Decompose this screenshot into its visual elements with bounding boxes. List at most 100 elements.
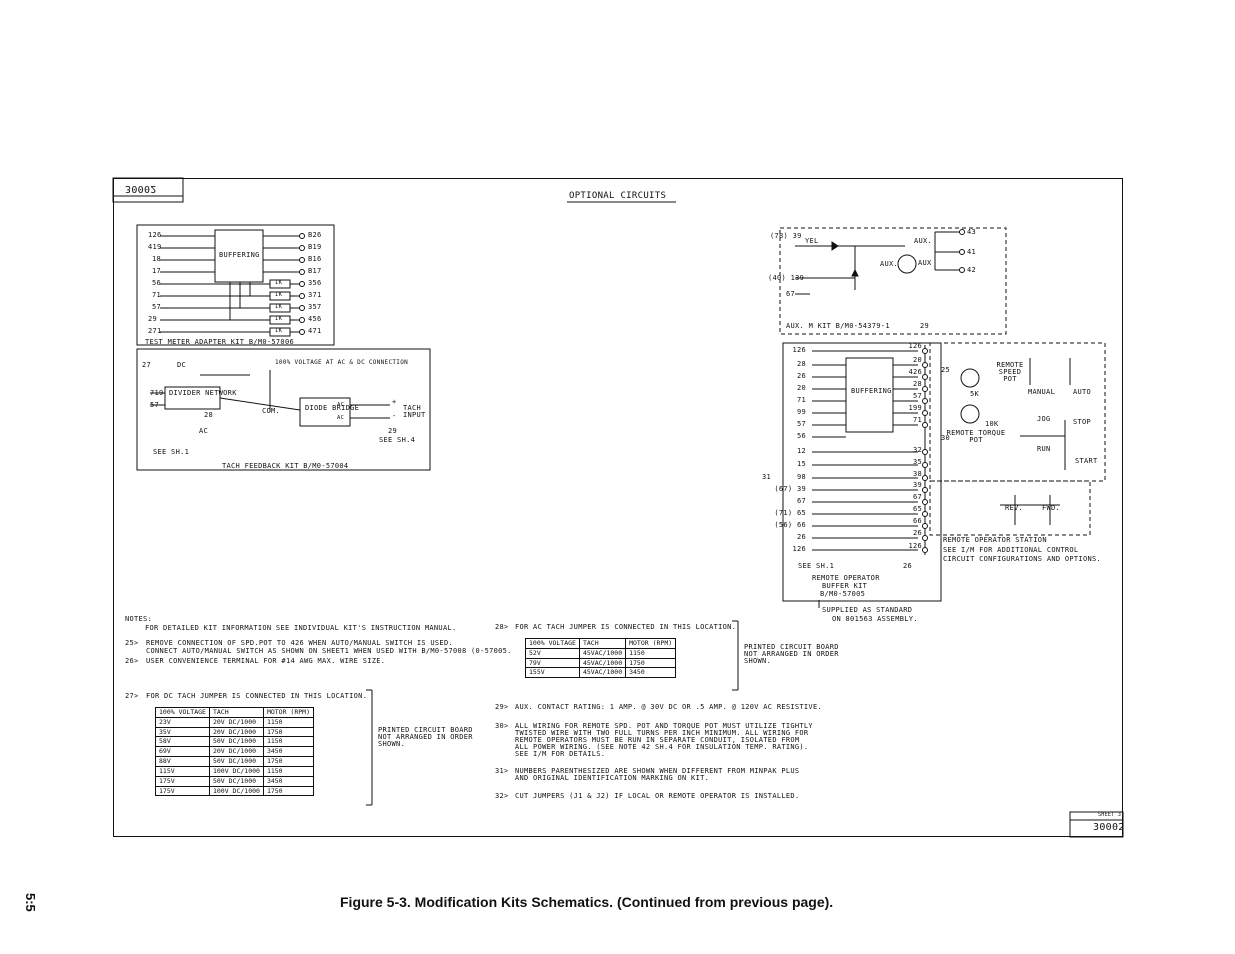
divider-network: DIVIDER NETWORK [169, 389, 237, 397]
aux-out-43: 43 [967, 228, 977, 236]
table-cell: 1150 [262, 736, 314, 748]
tm-in-1: 419 [148, 243, 162, 251]
table-header: MOTOR (RPM) [625, 638, 677, 649]
note-30c: REMOTE OPERATORS MUST BE RUN IN SEPARATE… [515, 736, 800, 744]
tm-out-7: 456 [308, 315, 322, 323]
note-31-marker: 31> [495, 767, 509, 775]
remote-torque-pot: REMOTE TORQUE POT [946, 429, 1006, 444]
bridge-ac-1: AC [337, 402, 345, 408]
table-cell: 50V DC/1000 [208, 756, 264, 767]
aux-in-0: (78) 39 [770, 232, 802, 240]
table-cell: 50V DC/1000 [208, 736, 264, 748]
table-cell: 1150 [625, 647, 677, 659]
aux-in-1: (40) 139 [768, 274, 805, 282]
supplied-2: ON 801563 ASSEMBLY. [832, 615, 918, 623]
table-cell: 50V DC/1000 [208, 775, 264, 787]
tm-in-5: 71 [152, 291, 162, 299]
table-cell: 100V DC/1000 [208, 785, 264, 797]
tm-out-8: 471 [308, 327, 322, 335]
figure-caption: Figure 5-3. Modification Kits Schematics… [340, 894, 834, 910]
test-meter-kit-label: TEST METER ADAPTER KIT B/M0-57006 [145, 338, 294, 346]
table-cell: 3450 [262, 775, 314, 787]
remote-left-terminal: 98 [796, 473, 806, 481]
remote-left-terminal: 67 [796, 497, 806, 505]
table-cell: 88V [155, 756, 210, 767]
remote-right-terminal: 26 [912, 529, 922, 537]
ac-pcb-2: NOT ARRANGED IN ORDER [744, 650, 839, 658]
resistor-label: IK [275, 328, 283, 334]
table-cell: 175V [155, 775, 210, 787]
remote-right-terminal: 67 [912, 493, 922, 501]
note-26-marker: 26> [125, 657, 139, 665]
table-header: TACH [208, 707, 264, 718]
note-30e: SEE I/M FOR DETAILS. [515, 750, 606, 758]
tach-ac-label: AC [199, 427, 209, 435]
tach-voltage-note: 100% VOLTAGE AT AC & DC CONNECTION [275, 359, 409, 366]
tach-ref-27: 27 [142, 361, 152, 369]
table-cell: 1750 [262, 726, 314, 738]
tm-out-0: B26 [308, 231, 322, 239]
jog-label: JOG [1037, 415, 1051, 423]
aux-in-2: 67 [786, 290, 796, 298]
remote-left-terminal: 28 [796, 360, 806, 368]
tach-in-57: 57 [150, 401, 160, 409]
tach-com: COM. [262, 407, 281, 415]
table-cell: 3450 [262, 746, 314, 758]
supplied-1: SUPPLIED AS STANDARD [822, 606, 913, 614]
tm-out-5: 371 [308, 291, 322, 299]
note-27-marker: 27> [125, 692, 139, 700]
dc-pcb-2: NOT ARRANGED IN ORDER [378, 733, 473, 741]
remote-buffering: BUFFERING [851, 387, 892, 395]
see-sh1: SEE SH.1 [153, 448, 190, 456]
fwd-label: FWD. [1042, 504, 1061, 512]
aux-out-42: 42 [967, 266, 977, 274]
tach-minus: - [392, 412, 397, 420]
aux-out-41: 41 [967, 248, 977, 256]
table-cell: 52V [525, 647, 580, 659]
bridge-ac-2: AC [337, 415, 345, 421]
sheet-label: SHEET 3 [1098, 812, 1122, 818]
schematic-sheet [113, 178, 1123, 837]
remote-left-terminal: (71) 65 [774, 509, 806, 517]
rev-label: REV. [1005, 504, 1024, 512]
remote-left-terminal: (67) 39 [774, 485, 806, 493]
remote-left-terminal: 126 [792, 346, 806, 354]
drawing-number-bottom: 30002 [1093, 822, 1125, 833]
table-cell: 35V [155, 726, 210, 738]
start-label: START [1075, 457, 1098, 465]
remote-ref-25: 25 [941, 366, 951, 374]
table-header: MOTOR (RPM) [262, 707, 314, 718]
terminal-markers [299, 229, 965, 553]
note-25b: CONNECT AUTO/MANUAL SWITCH AS SHOWN ON S… [146, 647, 512, 655]
remote-left-terminal: 57 [796, 420, 806, 428]
note-28: FOR AC TACH JUMPER IS CONNECTED IN THIS … [515, 623, 737, 631]
note-27: FOR DC TACH JUMPER IS CONNECTED IN THIS … [146, 692, 368, 700]
remote-kit-label-1: REMOTE OPERATOR [812, 574, 880, 582]
table-cell: 69V [155, 746, 210, 758]
remote-left-terminal: 15 [796, 460, 806, 468]
remote-right-terminal: 32 [912, 446, 922, 454]
note-32-marker: 32> [495, 792, 509, 800]
tm-in-8: 271 [148, 327, 162, 335]
pot-10k: 10K [985, 420, 999, 428]
tach-input: TACH INPUT [403, 404, 426, 419]
remote-right-terminal: 71 [912, 416, 922, 424]
tach-feedback-kit-label: TACH FEEDBACK KIT B/M0-57004 [222, 462, 349, 470]
remote-right-terminal: 126 [908, 342, 922, 350]
tach-dc-label: DC [177, 361, 187, 369]
remote-ref-26: 26 [903, 562, 913, 570]
see-sh4: SEE SH.4 [379, 436, 416, 444]
remote-right-terminal: 57 [912, 392, 922, 400]
remote-right-terminal: 126 [908, 542, 922, 550]
test-meter-buffering: BUFFERING [219, 251, 260, 259]
resistor-label: IK [275, 316, 283, 322]
tm-in-4: 56 [152, 279, 162, 287]
